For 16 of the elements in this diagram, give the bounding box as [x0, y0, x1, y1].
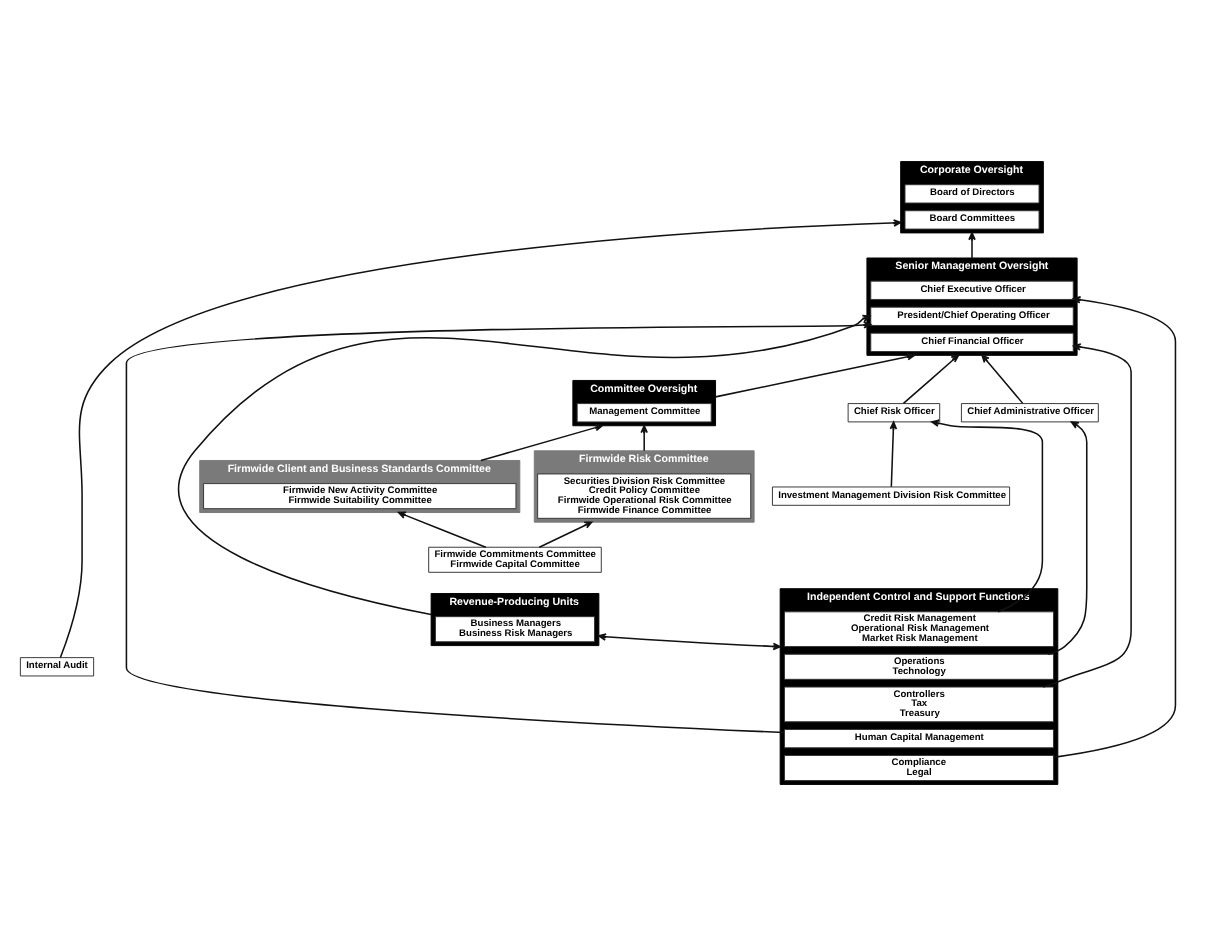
- arrow: [1047, 420, 1088, 654]
- arrow: [640, 424, 648, 451]
- arrow: [480, 422, 603, 461]
- arrow: [968, 231, 976, 258]
- arrow: [538, 520, 593, 547]
- arrow: [125, 320, 872, 733]
- arrow: [714, 352, 916, 397]
- arrow: [177, 313, 871, 615]
- arrow: [1042, 342, 1132, 687]
- arrow: [1052, 294, 1177, 758]
- arrow: [889, 420, 898, 487]
- arrow: [598, 632, 781, 650]
- arrow: [981, 353, 1024, 404]
- arrow: [902, 353, 960, 404]
- arrow: [931, 418, 1044, 612]
- arrow: [59, 218, 902, 658]
